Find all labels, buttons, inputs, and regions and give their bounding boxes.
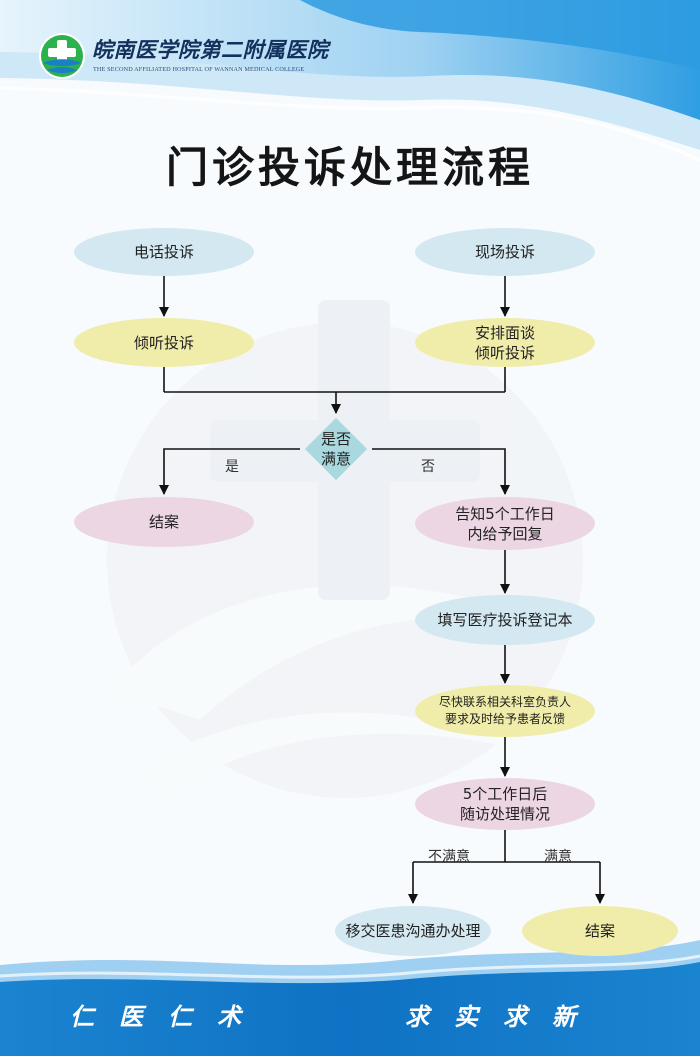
label-no: 否 xyxy=(421,459,435,475)
node-contact-department: 尽快联系相关科室负责人要求及时给予患者反馈 xyxy=(415,685,595,737)
node-register: 填写医疗投诉登记本 xyxy=(415,595,595,645)
node-arrange-talk: 安排面谈倾听投诉 xyxy=(415,318,595,367)
node-close-case-2: 结案 xyxy=(522,906,678,956)
arrow-decision-yes xyxy=(159,448,300,495)
node-close-case-1: 结案 xyxy=(74,497,254,547)
node-followup: 5个工作日后随访处理情况 xyxy=(415,778,595,830)
node-notify-reply: 告知5个工作日内给予回复 xyxy=(415,497,595,550)
hospital-name-en: THE SECOND AFFILIATED HOSPITAL OF WANNAN… xyxy=(93,66,305,73)
node-transfer: 移交医患沟通办处理 xyxy=(335,906,491,956)
hospital-logo-icon xyxy=(39,33,85,79)
node-listen-complaint: 倾听投诉 xyxy=(74,318,254,367)
label-satisfied: 满意 xyxy=(544,849,572,865)
decision-satisfied: 是否满意 xyxy=(300,413,372,485)
slogan-right: 求实求新 xyxy=(405,1003,601,1031)
slogan-left: 仁医仁术 xyxy=(70,1003,266,1031)
node-onsite-complaint: 现场投诉 xyxy=(415,228,595,276)
page-title: 门诊投诉处理流程 xyxy=(165,143,534,192)
label-yes: 是 xyxy=(225,459,239,475)
label-unsatisfied: 不满意 xyxy=(428,849,470,865)
node-phone-complaint: 电话投诉 xyxy=(74,228,254,276)
arrow-decision-no xyxy=(372,448,510,495)
hospital-name: 皖南医学院第二附属医院 xyxy=(92,37,329,62)
